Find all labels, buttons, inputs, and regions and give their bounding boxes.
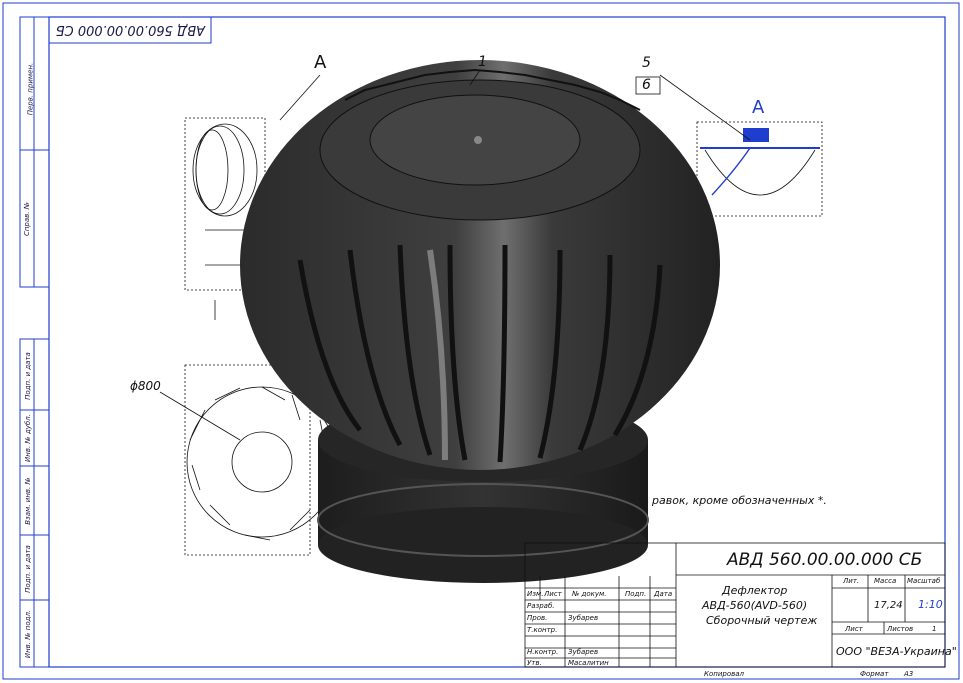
- callout-5: 5: [642, 55, 651, 71]
- title-line-1: Дефлектор: [722, 584, 788, 597]
- row-label-tkontr: Т.контр.: [527, 626, 558, 634]
- name-utv: Масалитин: [568, 659, 609, 667]
- drawing-code: АВД 560.00.00.000 СБ: [727, 550, 923, 570]
- callout-1: 1: [478, 54, 487, 70]
- col-date: Дата: [654, 590, 673, 598]
- mirrored-code-box: [48, 16, 212, 44]
- col-change: Изм.: [527, 590, 544, 598]
- view-a-label: A: [314, 52, 327, 73]
- sheets-count: 1: [932, 625, 937, 633]
- name-nkontr: Зубарев: [568, 648, 599, 656]
- mass-value: 17,24: [874, 600, 903, 611]
- company-name: ООО "ВЕЗА-Украина": [836, 645, 957, 658]
- note-fragment: равок, кроме обозначенных *.: [652, 494, 827, 507]
- header-mass: Масса: [874, 577, 897, 585]
- detail-view-a: [659, 74, 823, 217]
- row-label-nkontr: Н.контр.: [527, 648, 559, 656]
- sheet-label: Лист: [845, 625, 863, 633]
- leader-1: [469, 69, 481, 86]
- title-line-3: Сборочный чертеж: [706, 614, 818, 627]
- side-column-5: Взам. инв. №: [23, 477, 32, 525]
- side-column-1: Перв. примен.: [26, 62, 35, 116]
- row-label-prov: Пров.: [527, 614, 548, 622]
- scale-value: 1:10: [918, 598, 943, 611]
- col-doc: № докум.: [572, 590, 607, 598]
- title-line-2: АВД-560(AVD-560): [702, 599, 808, 612]
- format-value: А3: [904, 670, 914, 678]
- sheets-label: Листов: [887, 625, 914, 633]
- col-sign: Подп.: [625, 590, 647, 598]
- row-label-utv: Утв.: [527, 659, 542, 667]
- mirrored-drawing-code: АВД 560.00.00.000 СБ: [55, 22, 205, 37]
- leader-a: [279, 74, 321, 121]
- callout-6-box: [635, 76, 661, 95]
- side-column-7: Инв. № подл.: [24, 609, 33, 659]
- row-label-razrab: Разраб.: [527, 602, 555, 610]
- detail-view-a-title: A: [752, 97, 765, 118]
- header-scale: Масштаб: [907, 577, 941, 585]
- title-block: [524, 542, 946, 668]
- side-stamp: [19, 16, 50, 668]
- copied-label: Копировал: [704, 670, 744, 678]
- side-column-2: Справ. №: [23, 201, 32, 237]
- col-sheet: Лист: [544, 590, 562, 598]
- format-label: Формат: [860, 670, 889, 678]
- header-lit: Лит.: [843, 577, 860, 585]
- side-view-outline: [184, 117, 266, 320]
- diameter-label: ϕ800: [130, 379, 161, 393]
- deflector-3d-model: [240, 60, 720, 583]
- side-column-6: Подп. и дата: [23, 545, 32, 593]
- callout-6: 6: [642, 77, 651, 93]
- side-column-4: Инв. № дубл.: [23, 414, 32, 462]
- side-column-3: Подп. и дата: [23, 352, 32, 400]
- name-prov: Зубарев: [568, 614, 599, 622]
